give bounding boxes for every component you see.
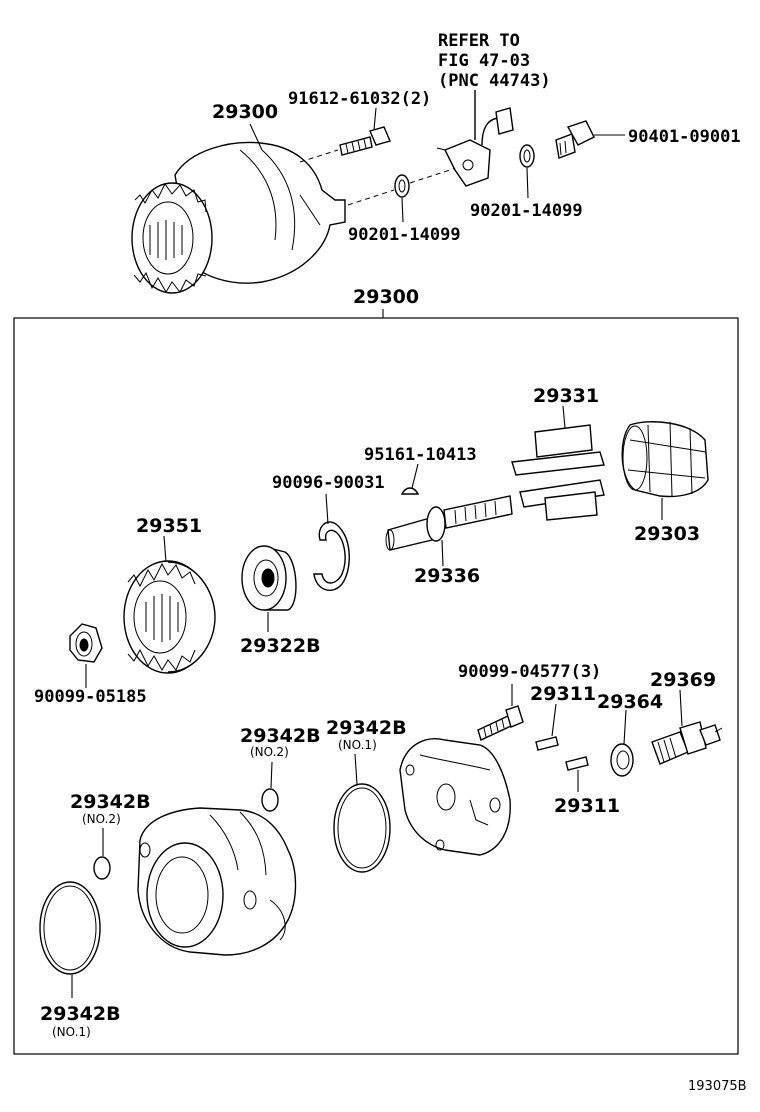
union-bolt-drawing [555,120,595,159]
label-snap-ring: 90096-90031 [272,473,385,493]
label-vane: 29331 [533,385,599,407]
leader-bolt [373,107,377,131]
leader-vane [562,405,566,429]
label-oring-small-mid: 29342B [240,725,321,747]
oring-large-left-drawing [39,881,101,975]
refer-line-1: REFER TO [438,31,520,51]
rotor-drawing [621,421,709,498]
figure-id: 193075B [688,1079,747,1094]
shaft-drawing [385,495,513,551]
woodruff-key-drawing [400,487,420,495]
label-screw: 90099-04577(3) [458,662,601,682]
gasket-left-drawing [347,167,457,206]
label-assembly-box: 29300 [353,286,419,308]
rear-housing-drawing [137,807,297,956]
label-woodruff-key: 95161-10413 [364,445,477,465]
front-cover-drawing [399,738,511,856]
leader-valve [679,689,683,727]
label-valve: 29369 [650,669,716,691]
label-rotor: 29303 [634,523,700,545]
label-shaft: 29336 [414,565,480,587]
bolt-drawing [299,126,391,163]
leader-gasket-right [526,167,529,199]
bearing-drawing [241,545,297,611]
leader-shaft [441,539,444,567]
label-bearing: 29322B [240,635,321,657]
label-assembly-top: 29300 [212,101,278,123]
oring-large-mid-drawing [333,783,391,873]
label-washer: 29364 [597,691,663,713]
gasket-right-drawing [519,144,535,168]
vanes-drawing [511,424,605,521]
refer-line-3: (PNC 44743) [438,71,551,91]
note-oring-small-left: (NO.2) [82,812,121,826]
label-bolt: 91612-61032(2) [288,89,431,109]
refer-line-2: FIG 47-03 [438,51,530,71]
screw-drawing [477,705,524,741]
label-pin-lower: 29311 [554,795,620,817]
label-gasket-left: 90201-14099 [348,225,461,245]
label-gasket-right: 90201-14099 [470,201,583,221]
leader-gear [163,535,167,563]
leader-assembly-top [249,123,263,151]
leader-gasket-left [401,197,404,223]
exploded-view-frame [13,317,739,1055]
label-oring-large-left: 29342B [40,1003,121,1025]
label-oring-small-left: 29342B [70,791,151,813]
label-nut: 90099-05185 [34,687,147,707]
note-oring-large-left: (NO.1) [52,1025,91,1039]
leader-oring-large-mid [354,753,358,785]
pin-lower-drawing [565,756,589,771]
oring-small-left-drawing [93,856,111,880]
label-pin-upper: 29311 [530,683,596,705]
valve-drawing [651,721,723,765]
pin-upper-drawing [535,736,559,751]
snap-ring-drawing [313,521,350,592]
leader-pin-upper [551,703,557,737]
pump-assembly-drawing [131,141,346,294]
leader-snap-ring [325,493,329,525]
label-union-bolt: 90401-09001 [628,127,741,147]
washer-drawing [610,743,634,777]
label-gear: 29351 [136,515,202,537]
leader-woodruff-key [411,463,419,489]
leader-oring-small-mid [270,761,273,789]
gear-drawing [123,560,216,674]
note-oring-small-mid: (NO.2) [250,745,289,759]
note-oring-large-mid: (NO.1) [338,738,377,752]
leader-washer [623,709,627,745]
pipe-union-drawing [436,90,514,187]
nut-drawing [69,623,103,663]
oring-small-mid-drawing [261,788,279,812]
label-oring-large-mid: 29342B [326,717,407,739]
